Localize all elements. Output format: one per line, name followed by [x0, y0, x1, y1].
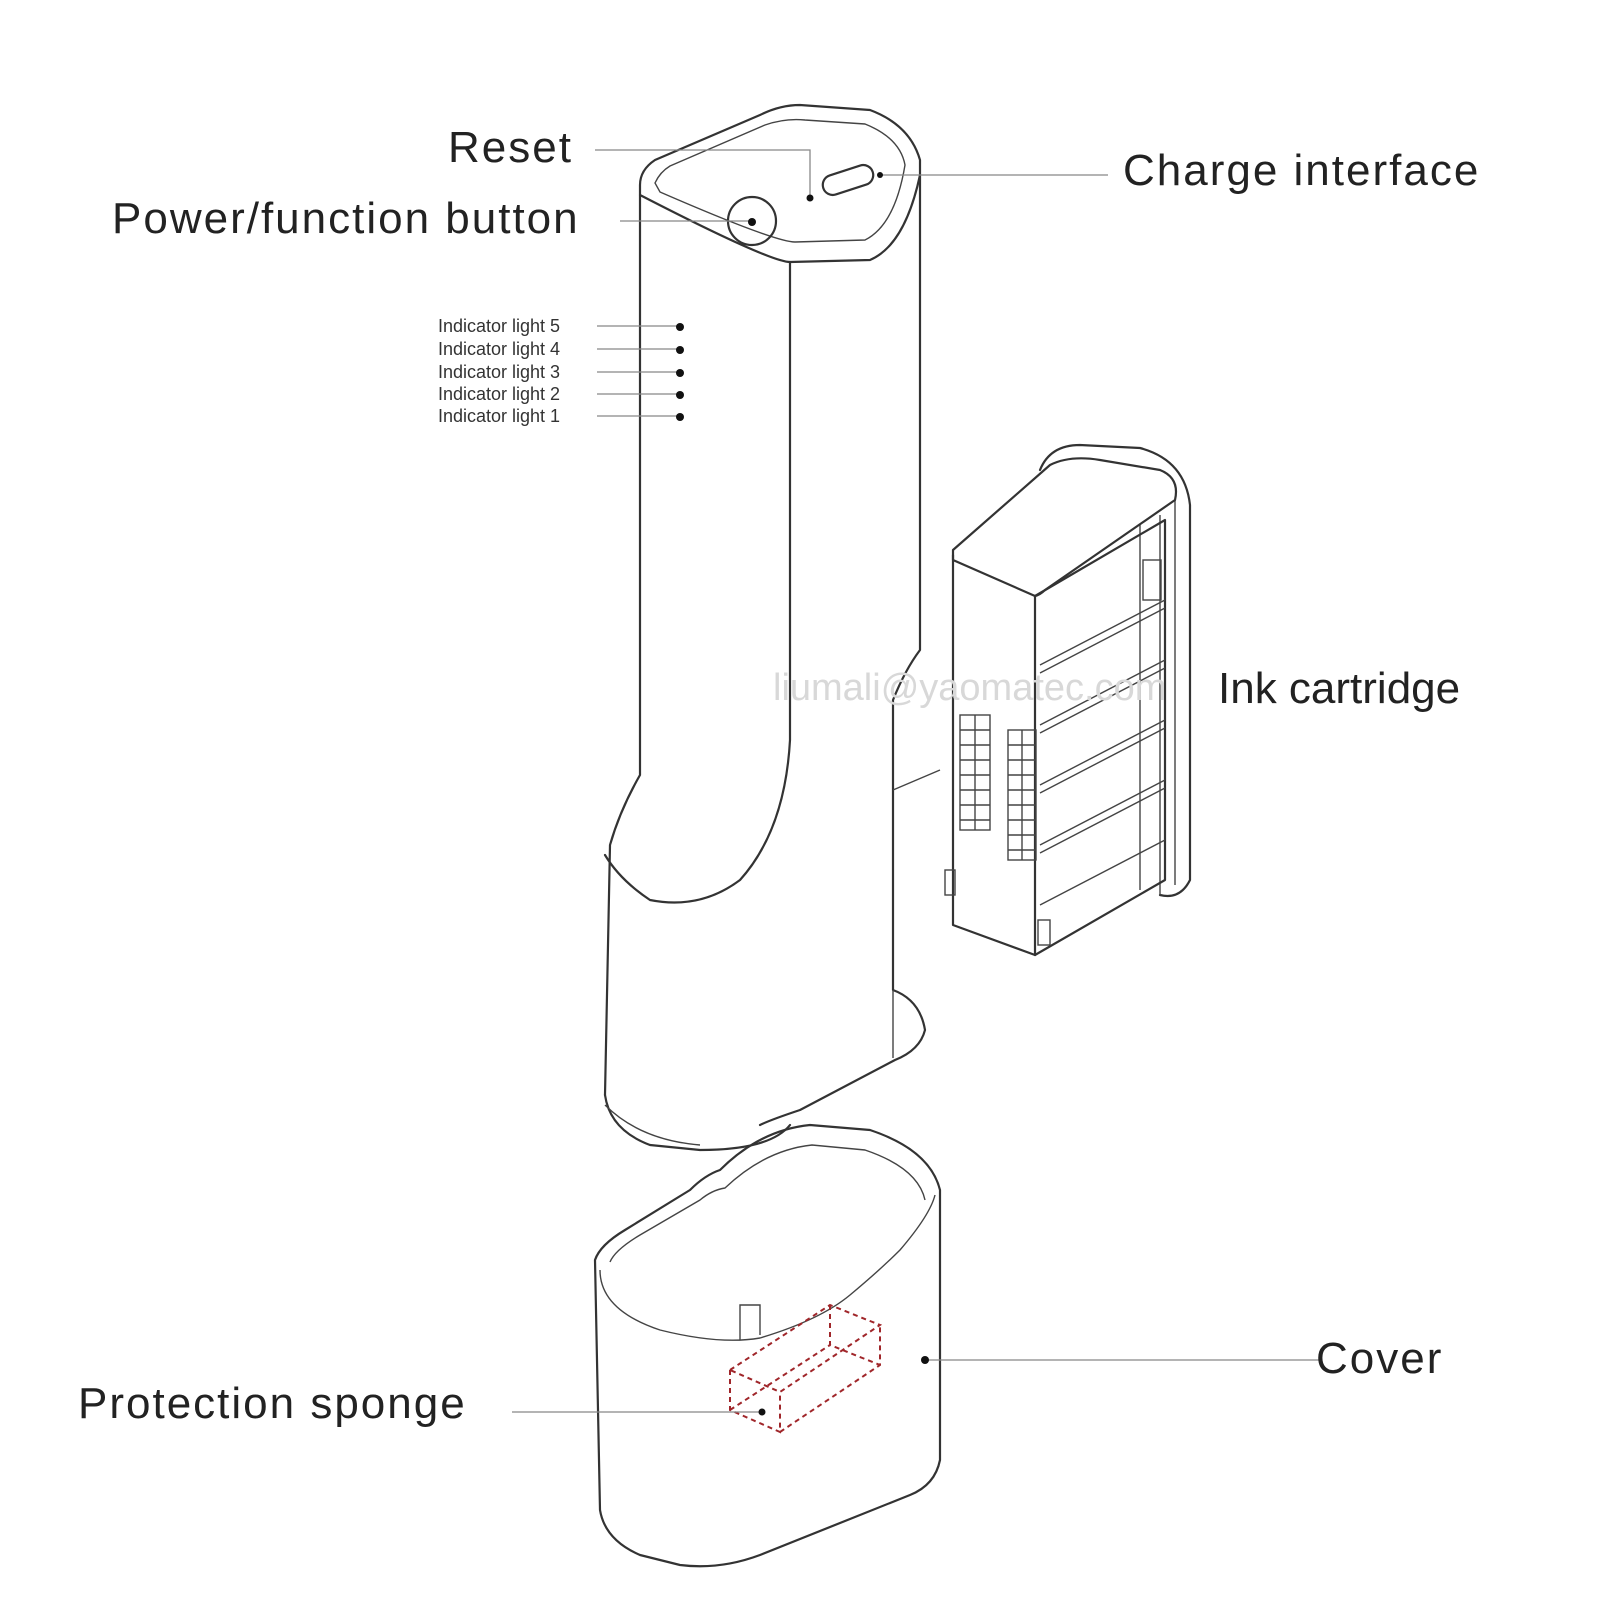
label-charge-interface: Charge interface	[1123, 146, 1480, 195]
label-protection-sponge: Protection sponge	[78, 1379, 467, 1428]
printer-body	[603, 103, 941, 1152]
leader-lines	[512, 149, 1320, 1416]
protection-sponge	[727, 1303, 883, 1434]
label-indicator-light-1: Indicator light 1	[438, 406, 560, 426]
label-power-button: Power/function button	[112, 194, 580, 243]
cover	[593, 1123, 942, 1568]
label-cover: Cover	[1316, 1334, 1443, 1383]
label-ink-cartridge: Ink cartridge	[1218, 664, 1460, 713]
charge-port-icon	[821, 163, 875, 197]
label-reset: Reset	[448, 123, 573, 172]
label-indicator-light-4: Indicator light 4	[438, 339, 560, 359]
watermark: liumali@yaomatec.com	[773, 667, 1166, 709]
ink-cartridge	[944, 443, 1192, 957]
label-indicator-light-5: Indicator light 5	[438, 316, 560, 336]
label-indicator-light-2: Indicator light 2	[438, 384, 560, 404]
nozzle-grid	[959, 714, 1037, 861]
label-indicator-light-3: Indicator light 3	[438, 362, 560, 382]
